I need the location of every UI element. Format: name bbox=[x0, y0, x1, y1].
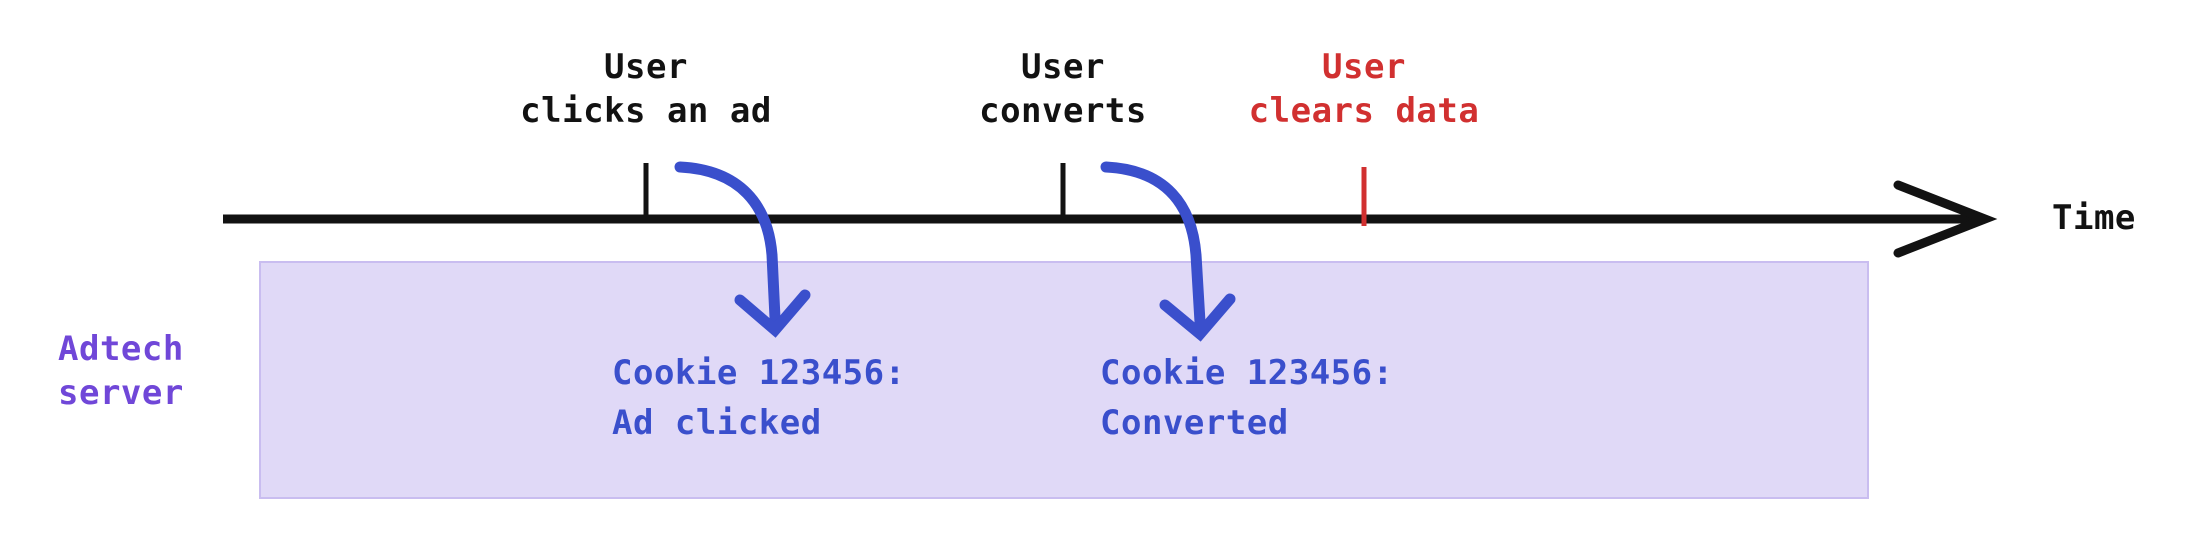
log-entry-1-line2: Converted bbox=[1100, 403, 1289, 443]
adtech-server-label-line2: server bbox=[58, 373, 184, 413]
event-to-log-arrow-1 bbox=[1100, 161, 1206, 328]
event-to-log-arrow-0 bbox=[674, 161, 781, 324]
adtech-server-band bbox=[259, 261, 1869, 499]
event-label-1-line2: converts bbox=[979, 91, 1147, 131]
log-entry-0-line2: Ad clicked bbox=[612, 403, 822, 443]
event-to-log-arrowhead-1 bbox=[1159, 293, 1236, 342]
event-label-0-line1: User bbox=[604, 47, 688, 87]
event-label-2-line2: clears data bbox=[1248, 91, 1480, 131]
event-to-log-arrowhead-0 bbox=[734, 289, 811, 338]
adtech-server-label-line1: Adtech bbox=[58, 329, 184, 369]
time-axis-caption: Time bbox=[2052, 198, 2136, 238]
log-entry-ad-clicked: Cookie 123456: Ad clicked bbox=[612, 348, 1072, 448]
log-entry-0-line1: Cookie 123456: bbox=[612, 353, 906, 393]
log-entry-converted: Cookie 123456: Converted bbox=[1100, 348, 1560, 448]
log-entry-1-line1: Cookie 123456: bbox=[1100, 353, 1394, 393]
time-axis-arrow-icon bbox=[1893, 180, 1998, 258]
event-label-2-line1: User bbox=[1322, 47, 1406, 87]
event-label-1-line1: User bbox=[1021, 47, 1105, 87]
event-label-0-line2: clicks an ad bbox=[520, 91, 772, 131]
